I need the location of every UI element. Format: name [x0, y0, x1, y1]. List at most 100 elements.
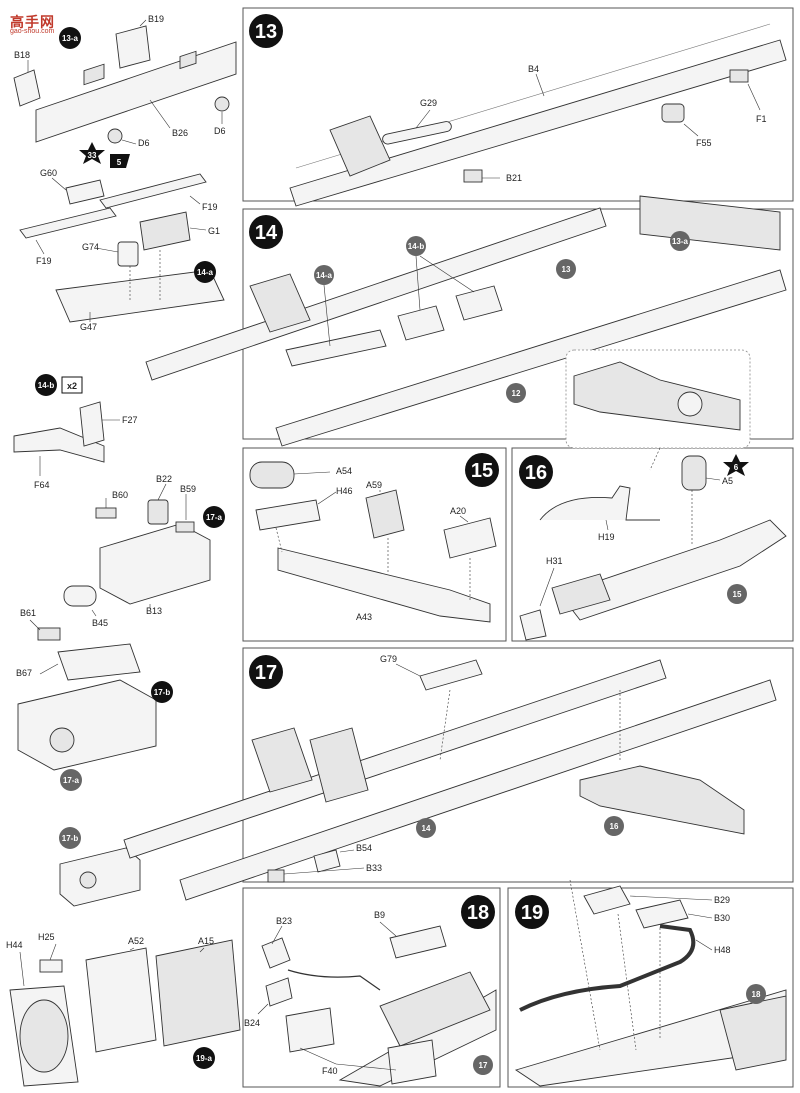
part-b33: [267, 869, 285, 883]
frame-a52: [85, 947, 157, 1053]
label-a5: A5: [722, 476, 733, 486]
label-b22: B22: [156, 474, 172, 484]
subassembly-14a: G60 F19 G1 G74 F19 G47 14-a: [19, 168, 225, 332]
ref-16: 16: [610, 822, 619, 831]
step-15-badge: 15: [465, 453, 499, 487]
ref-14b: 14-b: [408, 242, 425, 251]
spring-hanger: [251, 727, 313, 793]
ref-15: 15: [733, 590, 742, 599]
bushing-d6: [107, 128, 123, 144]
ref-14: 14: [422, 824, 431, 833]
compressor: [551, 573, 611, 615]
label-g74: G74: [82, 242, 99, 252]
subassembly-13a: 13-a B18 B19 B26 D6 D6 33 5: [13, 14, 237, 168]
part-b22: [147, 499, 169, 525]
part-b60: [95, 507, 117, 519]
bracket-b18: [13, 69, 41, 107]
label-b23: B23: [276, 916, 292, 926]
frame-rail-back: [123, 659, 667, 859]
label-f40: F40: [322, 1066, 338, 1076]
actuator-a5: [681, 455, 707, 491]
step-17-badge: 17: [249, 655, 283, 689]
hose-h19: [539, 485, 660, 521]
label-f64: F64: [34, 480, 50, 490]
assembly-16-ghost: [579, 765, 745, 835]
qty-x2: x2: [67, 381, 77, 391]
step-13-badge: 13: [249, 14, 283, 48]
label-a15: A15: [198, 936, 214, 946]
label-b18: B18: [14, 50, 30, 60]
qty-box: [61, 376, 83, 394]
guard-f40: [387, 1039, 437, 1085]
step-16-detail-inset: [565, 349, 751, 471]
label-h44: H44: [6, 940, 23, 950]
motor-b45: [63, 585, 97, 607]
spring-hanger: [249, 273, 311, 333]
guard-f40: [285, 1007, 335, 1053]
step-18-number: 18: [467, 902, 489, 924]
label-f55: F55: [696, 138, 712, 148]
mount-g1: [139, 211, 191, 251]
bracket-f27: [79, 401, 105, 447]
actuator-detail: [677, 391, 703, 417]
arm-f19-upper: [99, 173, 207, 209]
motor-a54: [249, 461, 295, 489]
spring-hanger: [329, 115, 391, 177]
bracket-14b: [397, 305, 445, 341]
sub-17a-label: 17-a: [206, 513, 223, 522]
watermark-brand: 高手网: [10, 14, 55, 30]
label-b30: B30: [714, 913, 730, 923]
part-b21: [463, 169, 483, 183]
bushing-d6: [214, 96, 230, 112]
step-14-number: 14: [255, 222, 278, 244]
cover-b67: [57, 643, 141, 681]
chassis-detail: [379, 971, 491, 1047]
housing-b13: [99, 523, 211, 605]
frame-a43: [277, 547, 491, 623]
label-d6-b: D6: [214, 126, 226, 136]
label-g79: G79: [380, 654, 397, 664]
step-14-art: 13 12 13-a 14-a 14-b: [145, 195, 787, 447]
label-b19: B19: [148, 14, 164, 24]
label-h46: H46: [336, 486, 353, 496]
label-h48: H48: [714, 945, 731, 955]
bracket-b24: [265, 977, 293, 1007]
cover-a20: [443, 517, 497, 559]
step-19-badge: 19: [515, 895, 549, 929]
label-b45: B45: [92, 618, 108, 628]
label-g1: G1: [208, 226, 220, 236]
frame-rail-13: [145, 207, 607, 381]
plate-b29: [583, 885, 631, 915]
step-17-art: G79 B54 B33 16 14: [123, 654, 777, 901]
bracket-b9: [389, 925, 447, 959]
bracket-f64: [13, 427, 105, 463]
part-b54: [313, 849, 341, 873]
bracket-14b: [455, 285, 503, 321]
label-b33: B33: [366, 863, 382, 873]
hose-h48: [519, 924, 696, 1012]
ref-13a: 13-a: [672, 237, 689, 246]
ref-12: 12: [512, 389, 521, 398]
axle-assembly: [59, 847, 141, 907]
label-b29: B29: [714, 895, 730, 905]
watermark-site: gao-shou.com: [10, 28, 55, 35]
label-d6-a: D6: [138, 138, 150, 148]
bracket-g79: [419, 659, 483, 691]
label-f27: F27: [122, 415, 138, 425]
housing-a59: [365, 489, 405, 539]
subassembly-14b: 14-b x2 F27 F64: [13, 374, 138, 490]
step-13-number: 13: [255, 21, 277, 43]
label-f19-b: F19: [36, 256, 52, 266]
step-19-art: B29 B30 H48 18: [514, 879, 787, 1087]
ref-18: 18: [752, 990, 761, 999]
star-33-text: 33: [88, 151, 97, 160]
label-f19-a: F19: [202, 202, 218, 212]
flag-5-text: 5: [117, 158, 122, 167]
arm-f19-lower: [19, 207, 117, 239]
label-a59: A59: [366, 480, 382, 490]
frame-rail-front: [179, 679, 777, 901]
hub: [49, 727, 75, 753]
label-g47: G47: [80, 322, 97, 332]
label-h31: H31: [546, 556, 563, 566]
